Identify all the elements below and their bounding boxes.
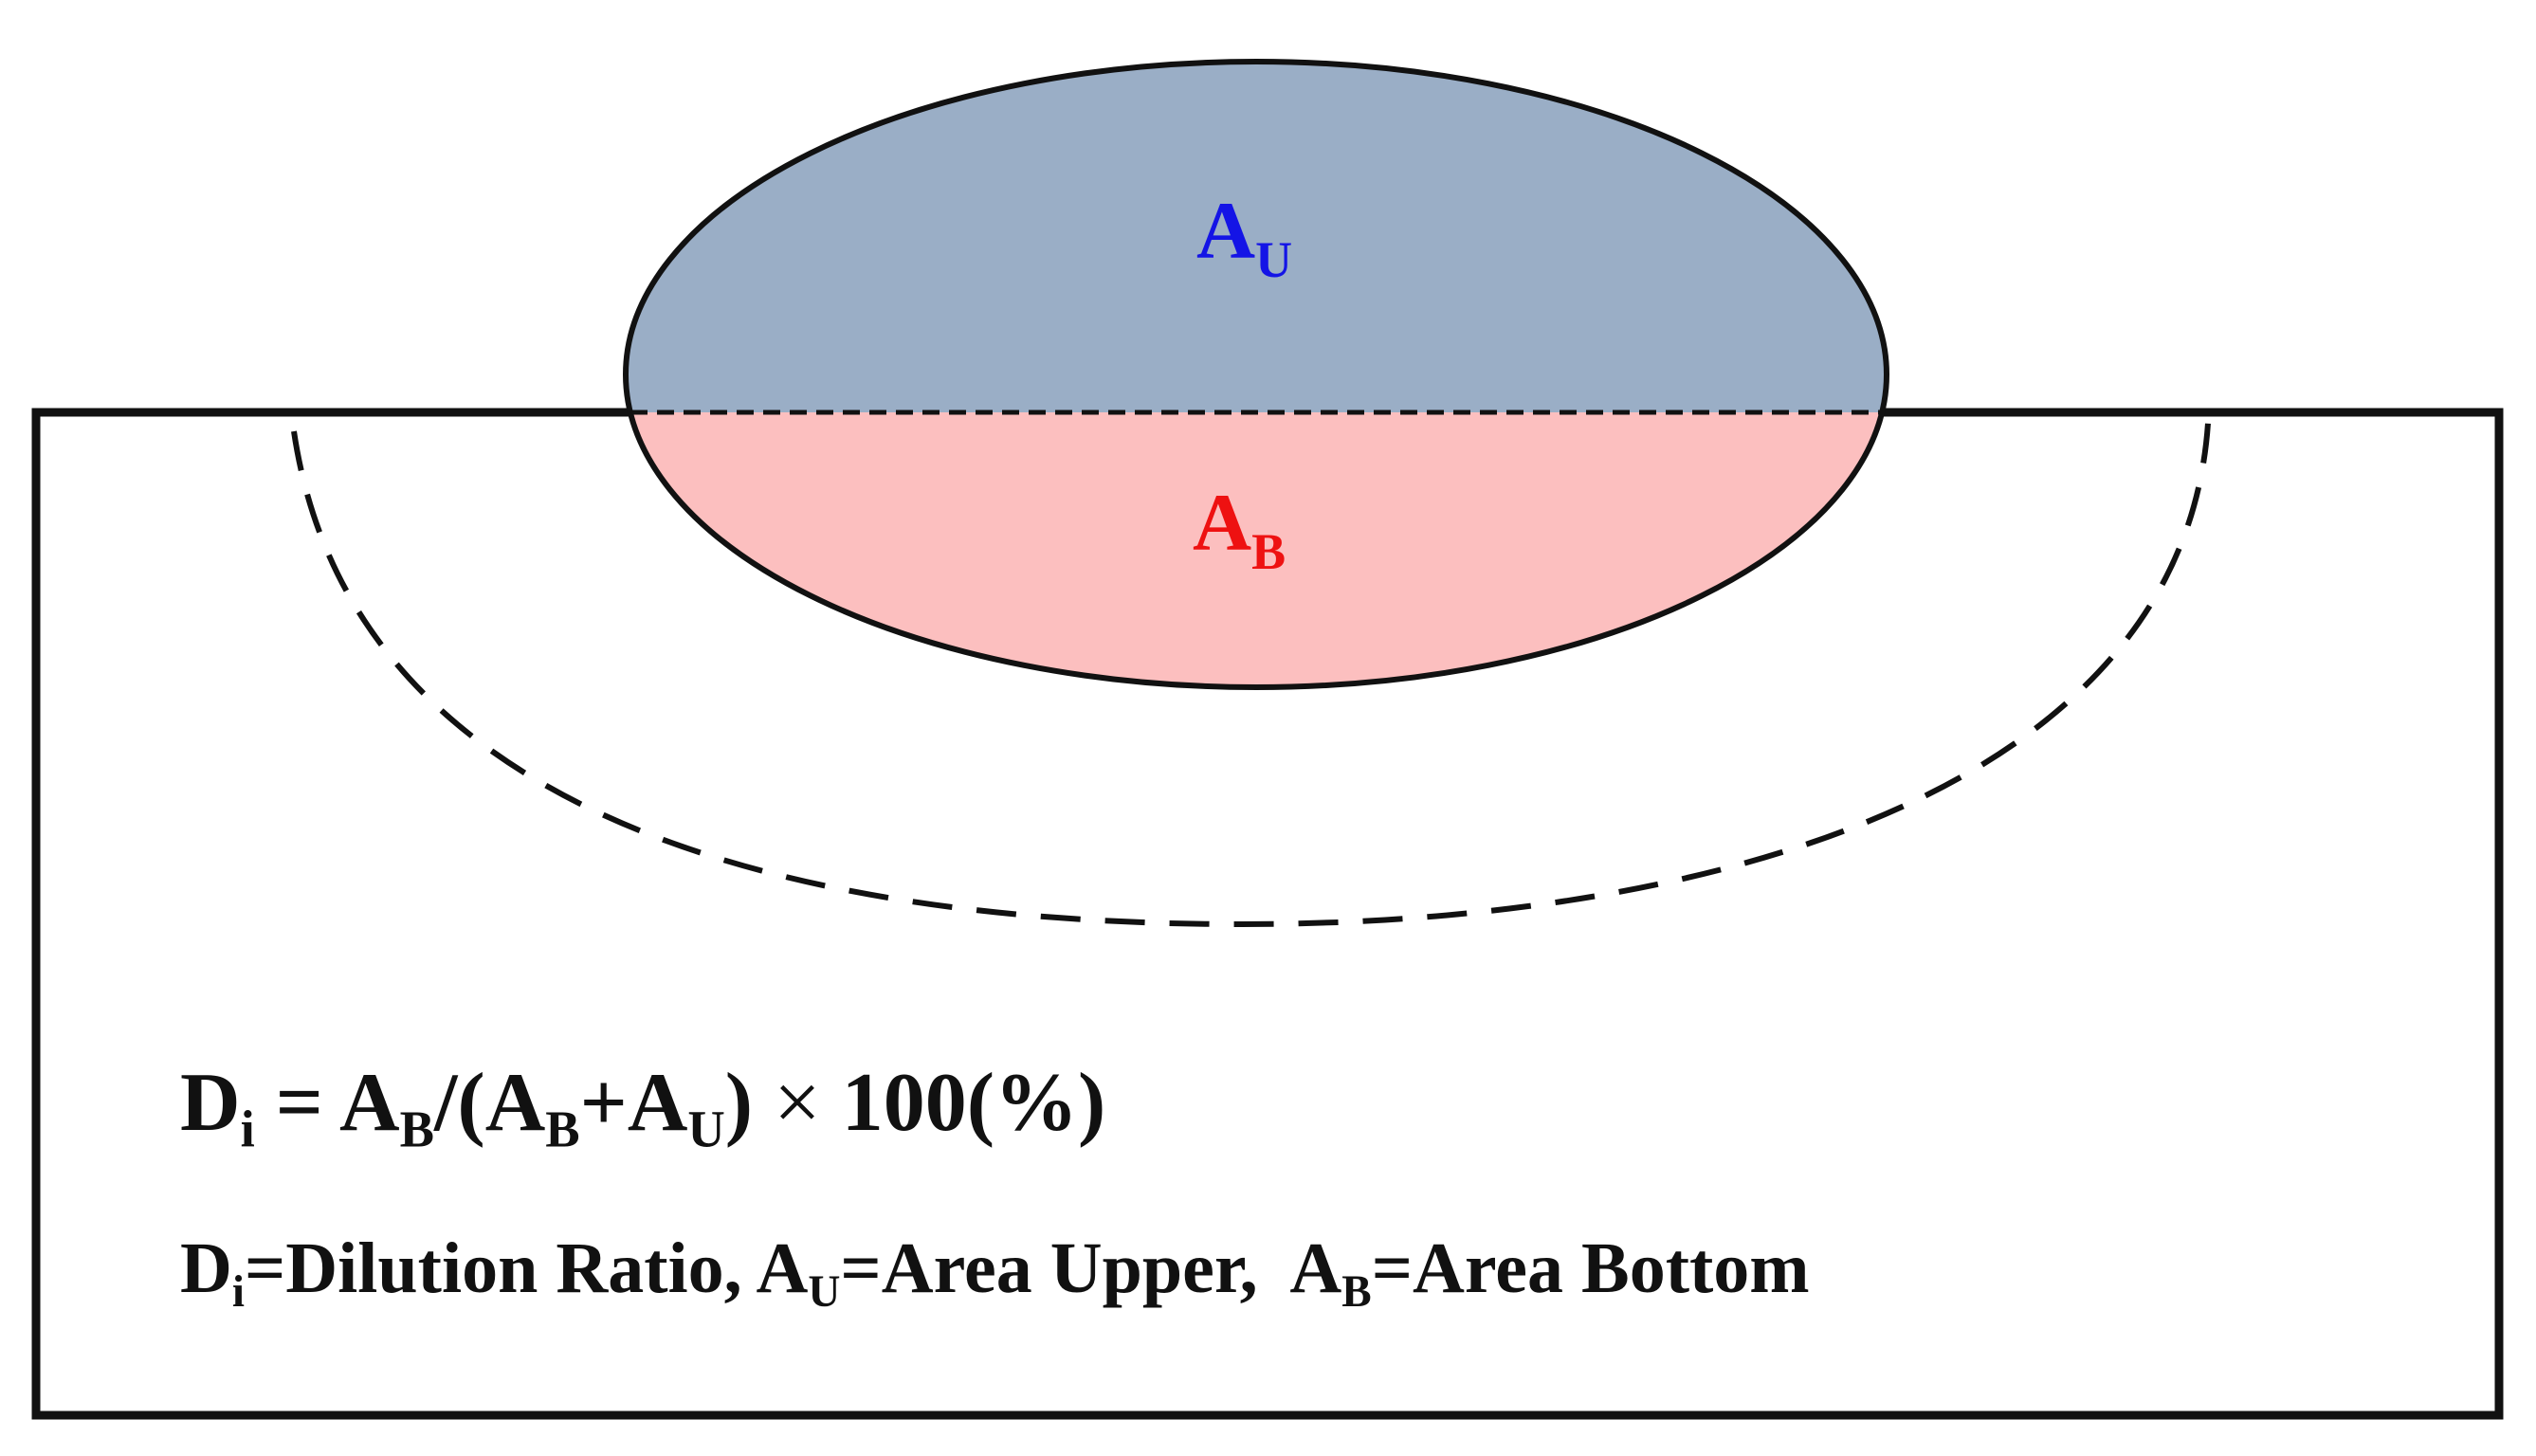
formula-eq: =	[254, 1057, 340, 1149]
upper-area-subscript: U	[1255, 231, 1292, 288]
formula-t5: 100(%)	[841, 1057, 1106, 1149]
legend-d-text: =Dilution Ratio,	[244, 1228, 757, 1308]
legend-ab: A	[1289, 1228, 1342, 1308]
formula-legend: Di=Dilution Ratio, AU=Area Upper, AB=Are…	[180, 1232, 1810, 1315]
upper-area-region	[626, 62, 1887, 412]
legend-au-sub: U	[808, 1267, 841, 1318]
legend-d: D	[180, 1228, 232, 1308]
legend-ab-sub: B	[1341, 1267, 1372, 1318]
legend-d-sub: i	[231, 1267, 245, 1318]
upper-area-label: AU	[1196, 185, 1292, 288]
formula-t2: /(A	[433, 1057, 546, 1149]
bottom-area-region	[629, 412, 1883, 687]
formula-lhs-sub: i	[240, 1100, 255, 1158]
formula-t3-sub: U	[687, 1100, 725, 1158]
dilution-formula: Di = AB/(AB+AU)×100(%)	[180, 1062, 1105, 1156]
bottom-area-letter: A	[1193, 477, 1251, 568]
legend-ab-text: =Area Bottom	[1371, 1228, 1810, 1308]
formula-t1: A	[339, 1057, 400, 1149]
legend-au-text: =Area Upper,	[840, 1228, 1290, 1308]
legend-au: A	[756, 1228, 809, 1308]
formula-t1-sub: B	[399, 1100, 434, 1158]
heat-affected-zone-boundary	[291, 402, 2212, 928]
formula-t2-sub: B	[545, 1100, 580, 1158]
formula-times-sign: ×	[774, 1057, 821, 1149]
formula-t3: +A	[579, 1057, 688, 1149]
weld-bead-outline	[623, 59, 1889, 690]
bottom-area-label: AB	[1193, 477, 1286, 580]
bottom-area-subscript: B	[1251, 523, 1286, 580]
formula-t4: )	[724, 1057, 754, 1149]
formula-lhs: D	[180, 1057, 241, 1149]
upper-area-letter: A	[1196, 185, 1255, 276]
